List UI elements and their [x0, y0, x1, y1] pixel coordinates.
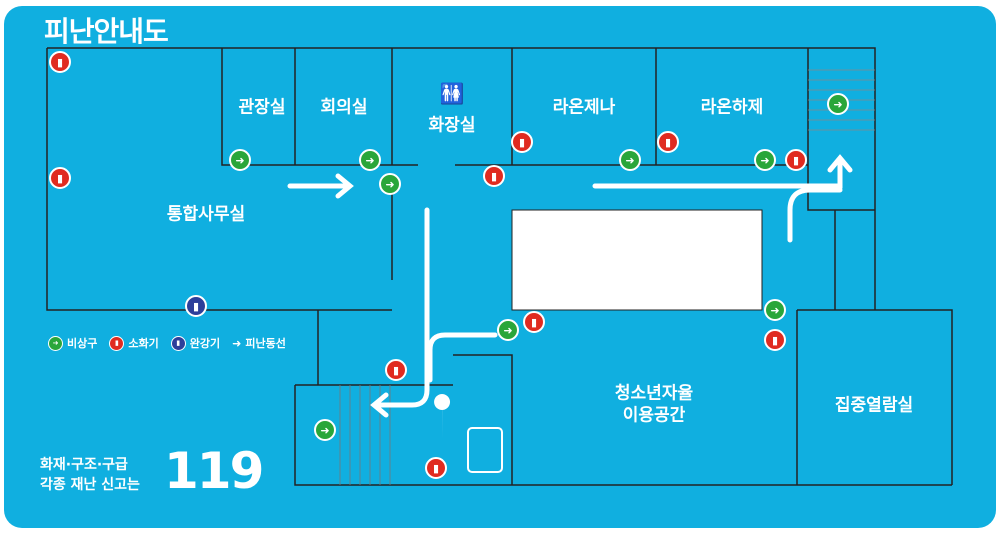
room-gwanjang: 관장실 — [238, 97, 286, 118]
extinguisher-icon: ▮ — [523, 311, 545, 333]
map-title: 피난안내도 — [44, 15, 169, 48]
extinguisher-icon: ▮ — [385, 359, 407, 381]
restroom-icon: 🚻 — [439, 81, 465, 106]
room-raon-haje: 라온하제 — [700, 97, 764, 118]
legend-exit: 비상구 — [67, 337, 98, 350]
room-raon-jena: 라온제나 — [552, 97, 616, 118]
exit-icon: ➜ — [827, 93, 849, 115]
extinguisher-icon: ▮ — [785, 149, 807, 171]
exit-icon: ➜ — [229, 149, 251, 171]
extinguisher-icon: ▮ — [483, 165, 505, 187]
emergency-line2: 각종 재난 신고는 — [40, 477, 140, 493]
emergency-text: 화재·구조·구급 각종 재난 신고는 — [40, 455, 140, 495]
extinguisher-icon: ▮ — [49, 51, 71, 73]
extinguisher-icon: ▮ — [764, 329, 786, 351]
exit-icon: ➜ — [754, 149, 776, 171]
evacuation-map: 피난안내도 관장실 회의실 화장실 🚻 라온제나 라온하제 통합사무실 청소년자… — [4, 6, 996, 528]
evacuation-routes — [287, 154, 853, 418]
extinguisher-icon: ▮ — [109, 335, 125, 351]
extinguisher-icon: ▮ — [49, 167, 71, 189]
location-pin-icon — [434, 394, 451, 440]
exit-icon: ➜ — [497, 319, 519, 341]
exit-icon: ➜ — [379, 173, 401, 195]
descender-icon: ▮ — [170, 335, 186, 351]
elevator-icon — [467, 427, 503, 473]
room-restroom: 화장실 — [428, 115, 476, 136]
exit-icon: ➜ — [314, 419, 336, 441]
descender-icon: ▮ — [185, 295, 207, 317]
exit-icon: ➜ — [764, 299, 786, 321]
room-study: 집중열람실 — [834, 395, 914, 416]
extinguisher-icon: ▮ — [511, 131, 533, 153]
room-youth-line2: 이용공간 — [622, 405, 686, 426]
arrow-icon: ➜ — [232, 336, 242, 350]
emergency-number: 119 — [164, 442, 264, 500]
exit-icon: ➜ — [48, 335, 63, 351]
floor-plan — [46, 47, 953, 486]
room-office: 통합사무실 — [166, 204, 246, 225]
room-youth-line1: 청소년자율 — [614, 383, 694, 404]
extinguisher-icon: ▮ — [425, 457, 447, 479]
extinguisher-icon: ▮ — [657, 131, 679, 153]
void-area — [511, 209, 763, 311]
emergency-line1: 화재·구조·구급 — [40, 457, 128, 473]
legend: ➜비상구 ▮소화기 ▮완강기 ➜피난동선 — [48, 335, 286, 351]
legend-descender: 완강기 — [189, 337, 221, 350]
exit-icon: ➜ — [619, 149, 641, 171]
exit-icon: ➜ — [359, 149, 381, 171]
legend-route: 피난동선 — [245, 337, 286, 350]
legend-extinguisher: 소화기 — [128, 337, 159, 350]
room-meeting: 회의실 — [320, 97, 368, 118]
